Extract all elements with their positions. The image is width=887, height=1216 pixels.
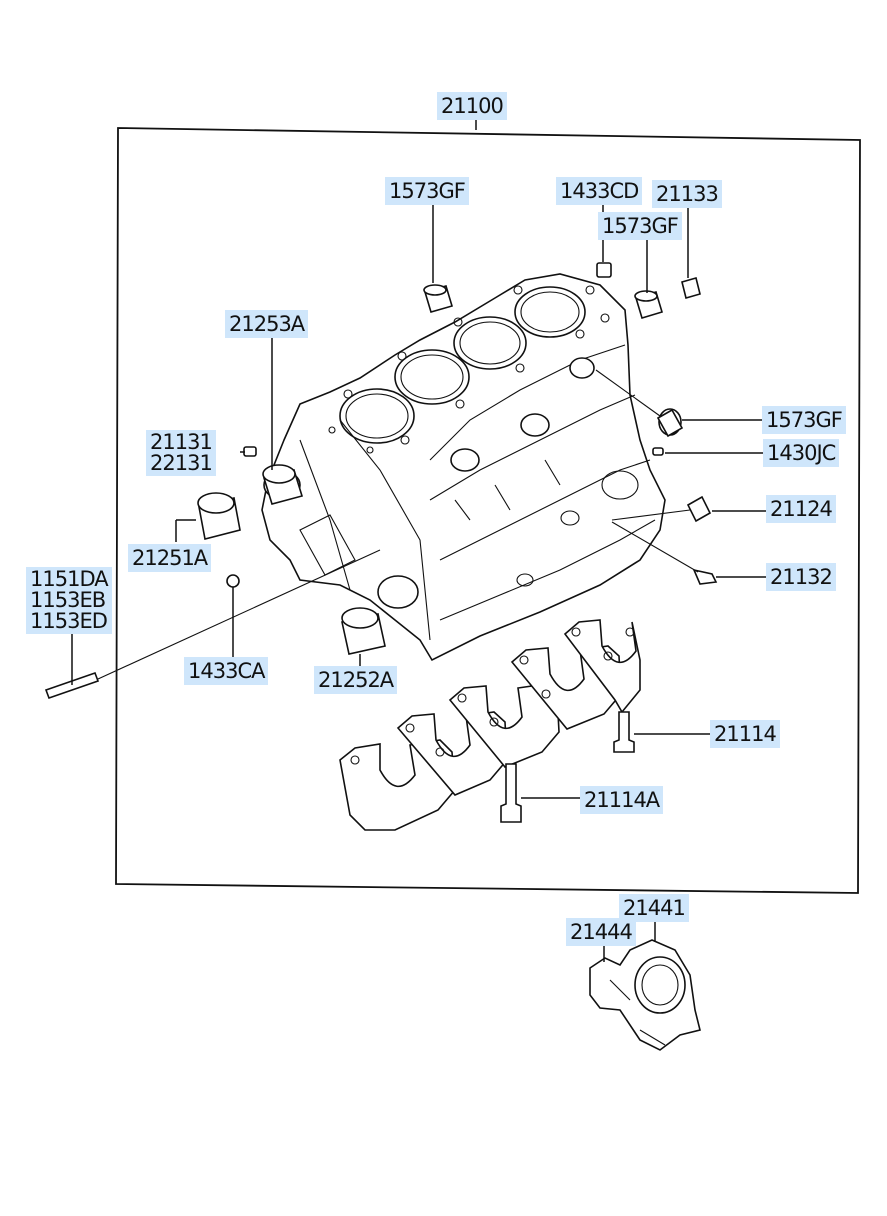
label-1153ed[interactable]: 1153ED <box>30 609 108 633</box>
label-21132[interactable]: 21132 <box>766 563 836 591</box>
label-1433ca[interactable]: 1433CA <box>184 657 269 685</box>
label-21441[interactable]: 21441 <box>619 894 689 922</box>
leader-lines <box>71 203 766 962</box>
label-21251a[interactable]: 21251A <box>128 544 212 572</box>
guide-lines <box>97 369 699 680</box>
small-parts <box>44 262 718 1051</box>
label-1151da[interactable]: 1151DA <box>30 567 109 591</box>
label-1573gf-right[interactable]: 1573GF <box>762 406 846 434</box>
main-bearing-caps <box>339 619 641 831</box>
label-21131[interactable]: 21131 <box>150 430 213 454</box>
label-21131-22131[interactable]: 21131 22131 <box>146 430 216 476</box>
label-stud-group[interactable]: 1151DA 1153EB 1153ED <box>26 567 112 634</box>
label-21124[interactable]: 21124 <box>766 495 836 523</box>
label-21252a[interactable]: 21252A <box>314 666 398 694</box>
assembly-frame <box>115 127 861 894</box>
label-1573gf-top[interactable]: 1573GF <box>385 177 469 205</box>
label-1573gf-mid[interactable]: 1573GF <box>598 212 682 240</box>
label-22131[interactable]: 22131 <box>150 451 213 475</box>
label-21444[interactable]: 21444 <box>566 918 636 946</box>
cylinder-block <box>261 273 666 662</box>
label-21114[interactable]: 21114 <box>710 720 780 748</box>
label-21114a[interactable]: 21114A <box>580 786 664 814</box>
label-21253a[interactable]: 21253A <box>225 310 309 338</box>
label-1153eb[interactable]: 1153EB <box>30 588 106 612</box>
label-21100[interactable]: 21100 <box>437 92 507 120</box>
label-21133[interactable]: 21133 <box>652 180 722 208</box>
label-1430jc[interactable]: 1430JC <box>763 439 840 467</box>
label-1433cd[interactable]: 1433CD <box>556 177 643 205</box>
